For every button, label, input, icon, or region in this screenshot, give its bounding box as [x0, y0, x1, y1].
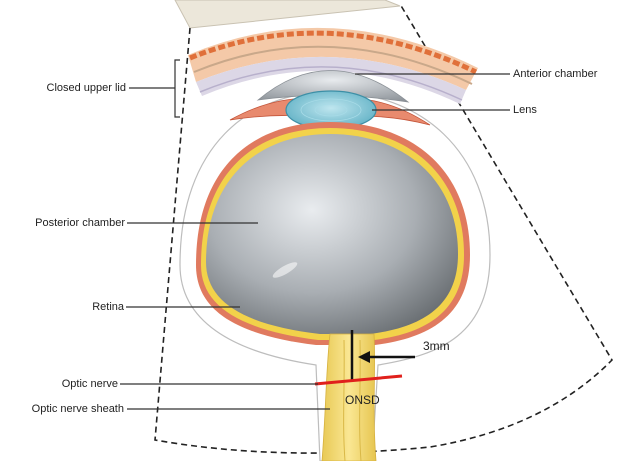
ultrasound-probe [175, 0, 400, 28]
label-3mm: 3mm [423, 340, 450, 352]
label-lens: Lens [513, 105, 537, 116]
label-optic-nerve: Optic nerve [62, 379, 118, 390]
label-posterior-chamber: Posterior chamber [35, 218, 125, 229]
label-anterior-chamber: Anterior chamber [513, 69, 597, 80]
label-onsd: ONSD [345, 394, 380, 406]
label-retina: Retina [92, 302, 124, 313]
label-closed-upper-lid: Closed upper lid [47, 83, 127, 94]
label-optic-nerve-sheath: Optic nerve sheath [32, 404, 124, 415]
